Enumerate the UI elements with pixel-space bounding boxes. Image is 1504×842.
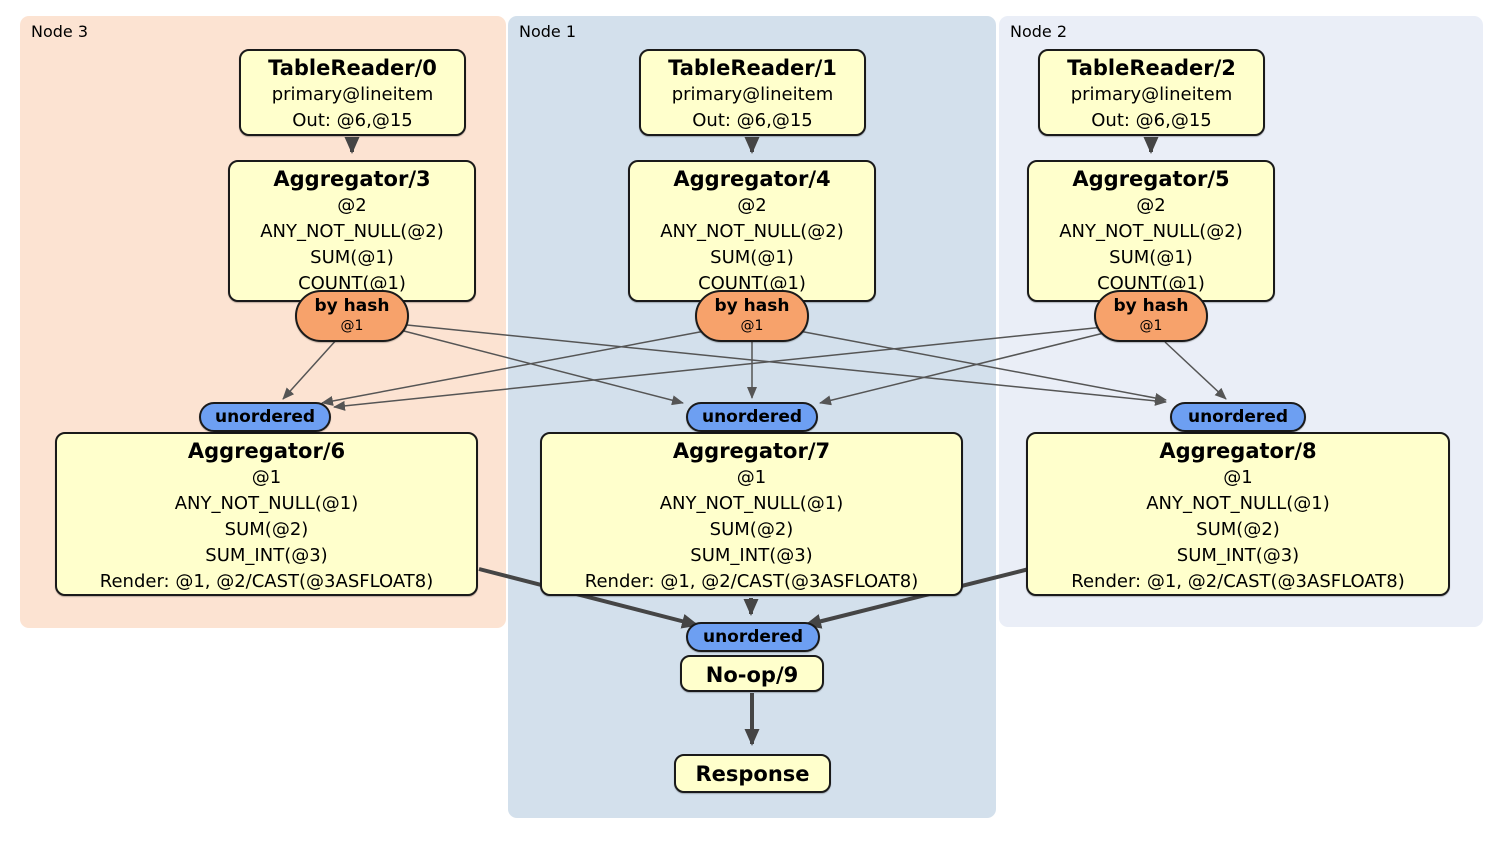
box-line: SUM(@1)	[310, 247, 394, 268]
aggregator3-title: Aggregator/3	[273, 167, 431, 191]
edge-hash5-sync7	[819, 332, 1105, 406]
edge-hash3-sync6	[282, 337, 339, 400]
box-line: SUM(@1)	[710, 247, 794, 268]
box-line: SUM(@1)	[1109, 247, 1193, 268]
byhash-detail: @1	[1139, 318, 1163, 334]
box-line: @1	[251, 467, 282, 488]
byhash-detail: @1	[340, 318, 364, 334]
box-line: SUM_INT(@3)	[690, 545, 813, 566]
edge-hash3-sync7	[399, 329, 684, 406]
box-line: @2	[1136, 195, 1166, 216]
edge-hash3-sync8	[406, 324, 1167, 406]
tablereader2-title: TableReader/2	[1067, 56, 1236, 80]
noop9-title: No-op/9	[705, 663, 799, 687]
unordered-sync-node1: unordered	[686, 402, 818, 432]
unordered-sync-final: unordered	[686, 622, 820, 652]
box-line: Render: @1, @2/CAST(@3ASFLOAT8)	[584, 571, 919, 592]
byhash-label: by hash	[314, 296, 390, 316]
unordered-sync-node3: unordered	[199, 402, 331, 432]
box-line: ANY_NOT_NULL(@1)	[659, 493, 844, 514]
byhash-router-node1: by hash @1	[695, 290, 809, 342]
node3-label: Node 3	[31, 22, 89, 41]
box-line: primary@lineitem	[671, 84, 834, 105]
box-line: ANY_NOT_NULL(@2)	[260, 221, 444, 242]
byhash-router-node2: by hash @1	[1094, 290, 1208, 342]
box-line: SUM(@2)	[709, 519, 794, 540]
box-line: SUM(@2)	[1196, 519, 1280, 540]
box-line: Render: @1, @2/CAST(@3ASFLOAT8)	[1071, 571, 1405, 592]
box-line: Render: @1, @2/CAST(@3ASFLOAT8)	[99, 571, 434, 592]
noop9-box: No-op/9	[680, 655, 824, 692]
response-title: Response	[695, 762, 810, 786]
edge-hash5-sync6	[333, 326, 1105, 411]
box-line: Out: @6,@15	[1091, 110, 1212, 131]
tablereader0-title: TableReader/0	[268, 56, 437, 80]
node1-label: Node 1	[519, 22, 577, 41]
box-line: primary@lineitem	[1070, 84, 1233, 105]
box-line: @1	[1223, 467, 1253, 488]
box-line: @2	[337, 195, 367, 216]
box-line: SUM_INT(@3)	[205, 545, 328, 566]
box-line: @2	[737, 195, 767, 216]
aggregator8-title: Aggregator/8	[1159, 439, 1317, 463]
box-line: COUNT(@1)	[698, 273, 806, 294]
box-line: Out: @6,@15	[692, 110, 813, 131]
aggregator4-title: Aggregator/4	[673, 167, 831, 191]
edge-hash4-sync6	[321, 330, 706, 406]
edge-hash5-sync8	[1164, 341, 1227, 400]
box-line: COUNT(@1)	[298, 273, 406, 294]
response-box: Response	[674, 754, 831, 793]
byhash-detail: @1	[740, 318, 764, 334]
edge-agg8-finalsync	[804, 567, 1030, 629]
aggregator5-title: Aggregator/5	[1072, 167, 1230, 191]
box-line: COUNT(@1)	[1097, 273, 1205, 294]
tablereader1-title: TableReader/1	[668, 56, 837, 80]
box-line: @1	[736, 467, 767, 488]
byhash-label: by hash	[714, 296, 790, 316]
edge-hash4-sync8	[798, 330, 1167, 403]
box-line: SUM_INT(@3)	[1176, 545, 1300, 566]
unordered-sync-node2: unordered	[1170, 402, 1306, 432]
box-line: Out: @6,@15	[292, 110, 413, 131]
node2-label: Node 2	[1010, 22, 1068, 41]
box-line: ANY_NOT_NULL(@2)	[660, 221, 844, 242]
edge-agg6-finalsync	[478, 567, 699, 629]
box-line: ANY_NOT_NULL(@1)	[1146, 493, 1330, 514]
aggregator7-title: Aggregator/7	[672, 439, 831, 463]
byhash-label: by hash	[1113, 296, 1189, 316]
aggregator6-title: Aggregator/6	[187, 439, 346, 463]
box-line: SUM(@2)	[224, 519, 309, 540]
box-line: ANY_NOT_NULL(@1)	[174, 493, 359, 514]
byhash-router-node3: by hash @1	[295, 290, 409, 342]
box-line: ANY_NOT_NULL(@2)	[1059, 221, 1243, 242]
box-line: primary@lineitem	[271, 84, 434, 105]
